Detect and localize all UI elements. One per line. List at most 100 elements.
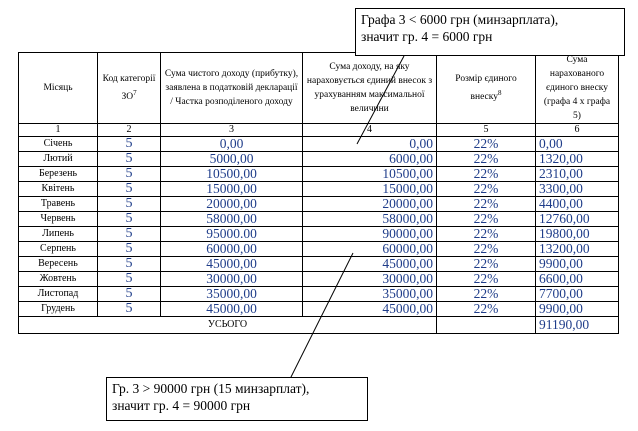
- column-number: 6: [535, 123, 619, 137]
- taxable-base-cell: 0,00: [302, 136, 437, 152]
- note-line: значит гр. 4 = 6000 грн: [361, 29, 493, 44]
- column-number: 3: [160, 123, 303, 137]
- minimum-wage-note: Графа 3 < 6000 грн (минзарплата), значит…: [355, 8, 625, 56]
- month-cell: Вересень: [18, 256, 98, 272]
- taxable-base-cell: 20000,00: [302, 196, 437, 212]
- rate-cell: 22%: [436, 136, 536, 152]
- contribution-cell: 3300,00: [535, 181, 619, 197]
- contribution-cell: 9900,00: [535, 301, 619, 317]
- contribution-table: Місяць Код категорії ЗО7 Сума чистого до…: [18, 52, 619, 334]
- header-month: Місяць: [18, 52, 98, 124]
- contribution-cell: 19800,00: [535, 226, 619, 242]
- contribution-cell: 1320,00: [535, 151, 619, 167]
- rate-cell: 22%: [436, 226, 536, 242]
- net-income-cell: 58000,00: [160, 211, 303, 227]
- header-taxable-base: Сума доходу, на яку нараховується єдиний…: [302, 52, 437, 124]
- category-code-cell: 5: [97, 241, 161, 257]
- contribution-cell: 0,00: [535, 136, 619, 152]
- header-rate: Розмір єдиного внеску8: [436, 52, 536, 124]
- month-cell: Липень: [18, 226, 98, 242]
- rate-cell: 22%: [436, 151, 536, 167]
- header-contribution: Сума нарахованого єдиного внеску (графа …: [535, 52, 619, 124]
- net-income-cell: 15000,00: [160, 181, 303, 197]
- rate-cell: 22%: [436, 181, 536, 197]
- taxable-base-cell: 45000,00: [302, 256, 437, 272]
- contribution-cell: 6600,00: [535, 271, 619, 287]
- taxable-base-cell: 6000,00: [302, 151, 437, 167]
- taxable-base-cell: 60000,00: [302, 241, 437, 257]
- category-code-cell: 5: [97, 136, 161, 152]
- net-income-cell: 30000,00: [160, 271, 303, 287]
- total-label: УСЬОГО: [18, 316, 437, 334]
- month-cell: Березень: [18, 166, 98, 182]
- month-cell: Серпень: [18, 241, 98, 257]
- net-income-cell: 60000,00: [160, 241, 303, 257]
- total-row: УСЬОГО 91190,00: [18, 316, 619, 334]
- header-row: Місяць Код категорії ЗО7 Сума чистого до…: [18, 52, 619, 124]
- net-income-cell: 0,00: [160, 136, 303, 152]
- rate-cell: 22%: [436, 301, 536, 317]
- total-spacer: [436, 316, 536, 334]
- note-line: значит гр. 4 = 90000 грн: [112, 398, 251, 413]
- category-code-cell: 5: [97, 166, 161, 182]
- taxable-base-cell: 58000,00: [302, 211, 437, 227]
- rate-cell: 22%: [436, 196, 536, 212]
- column-number: 4: [302, 123, 437, 137]
- rate-cell: 22%: [436, 166, 536, 182]
- month-cell: Грудень: [18, 301, 98, 317]
- rate-cell: 22%: [436, 211, 536, 227]
- category-code-cell: 5: [97, 181, 161, 197]
- column-number: 1: [18, 123, 98, 137]
- month-cell: Жовтень: [18, 271, 98, 287]
- taxable-base-cell: 30000,00: [302, 271, 437, 287]
- contribution-cell: 7700,00: [535, 286, 619, 302]
- contribution-cell: 12760,00: [535, 211, 619, 227]
- maximum-base-note: Гр. 3 > 90000 грн (15 минзарплат), значи…: [106, 377, 368, 421]
- net-income-cell: 35000,00: [160, 286, 303, 302]
- column-number: 2: [97, 123, 161, 137]
- month-cell: Травень: [18, 196, 98, 212]
- rate-cell: 22%: [436, 256, 536, 272]
- taxable-base-cell: 35000,00: [302, 286, 437, 302]
- taxable-base-cell: 10500,00: [302, 166, 437, 182]
- category-code-cell: 5: [97, 256, 161, 272]
- net-income-cell: 10500,00: [160, 166, 303, 182]
- month-cell: Січень: [18, 136, 98, 152]
- contribution-cell: 9900,00: [535, 256, 619, 272]
- category-code-cell: 5: [97, 151, 161, 167]
- contribution-cell: 13200,00: [535, 241, 619, 257]
- header-net-income: Сума чистого доходу (прибутку), заявлена…: [160, 52, 303, 124]
- category-code-cell: 5: [97, 301, 161, 317]
- month-cell: Лютий: [18, 151, 98, 167]
- rate-cell: 22%: [436, 241, 536, 257]
- net-income-cell: 95000.00: [160, 226, 303, 242]
- total-value: 91190,00: [535, 316, 619, 334]
- net-income-cell: 45000,00: [160, 256, 303, 272]
- column-numbers-row: 1 2 3 4 5 6: [18, 123, 619, 137]
- category-code-cell: 5: [97, 286, 161, 302]
- category-code-cell: 5: [97, 196, 161, 212]
- taxable-base-cell: 90000,00: [302, 226, 437, 242]
- note-line: Гр. 3 > 90000 грн (15 минзарплат),: [112, 381, 310, 396]
- net-income-cell: 5000,00: [160, 151, 303, 167]
- category-code-cell: 5: [97, 211, 161, 227]
- column-number: 5: [436, 123, 536, 137]
- rate-cell: 22%: [436, 271, 536, 287]
- header-category-code: Код категорії ЗО7: [97, 52, 161, 124]
- category-code-cell: 5: [97, 271, 161, 287]
- net-income-cell: 45000,00: [160, 301, 303, 317]
- rate-cell: 22%: [436, 286, 536, 302]
- contribution-cell: 4400,00: [535, 196, 619, 212]
- taxable-base-cell: 15000,00: [302, 181, 437, 197]
- month-cell: Листопад: [18, 286, 98, 302]
